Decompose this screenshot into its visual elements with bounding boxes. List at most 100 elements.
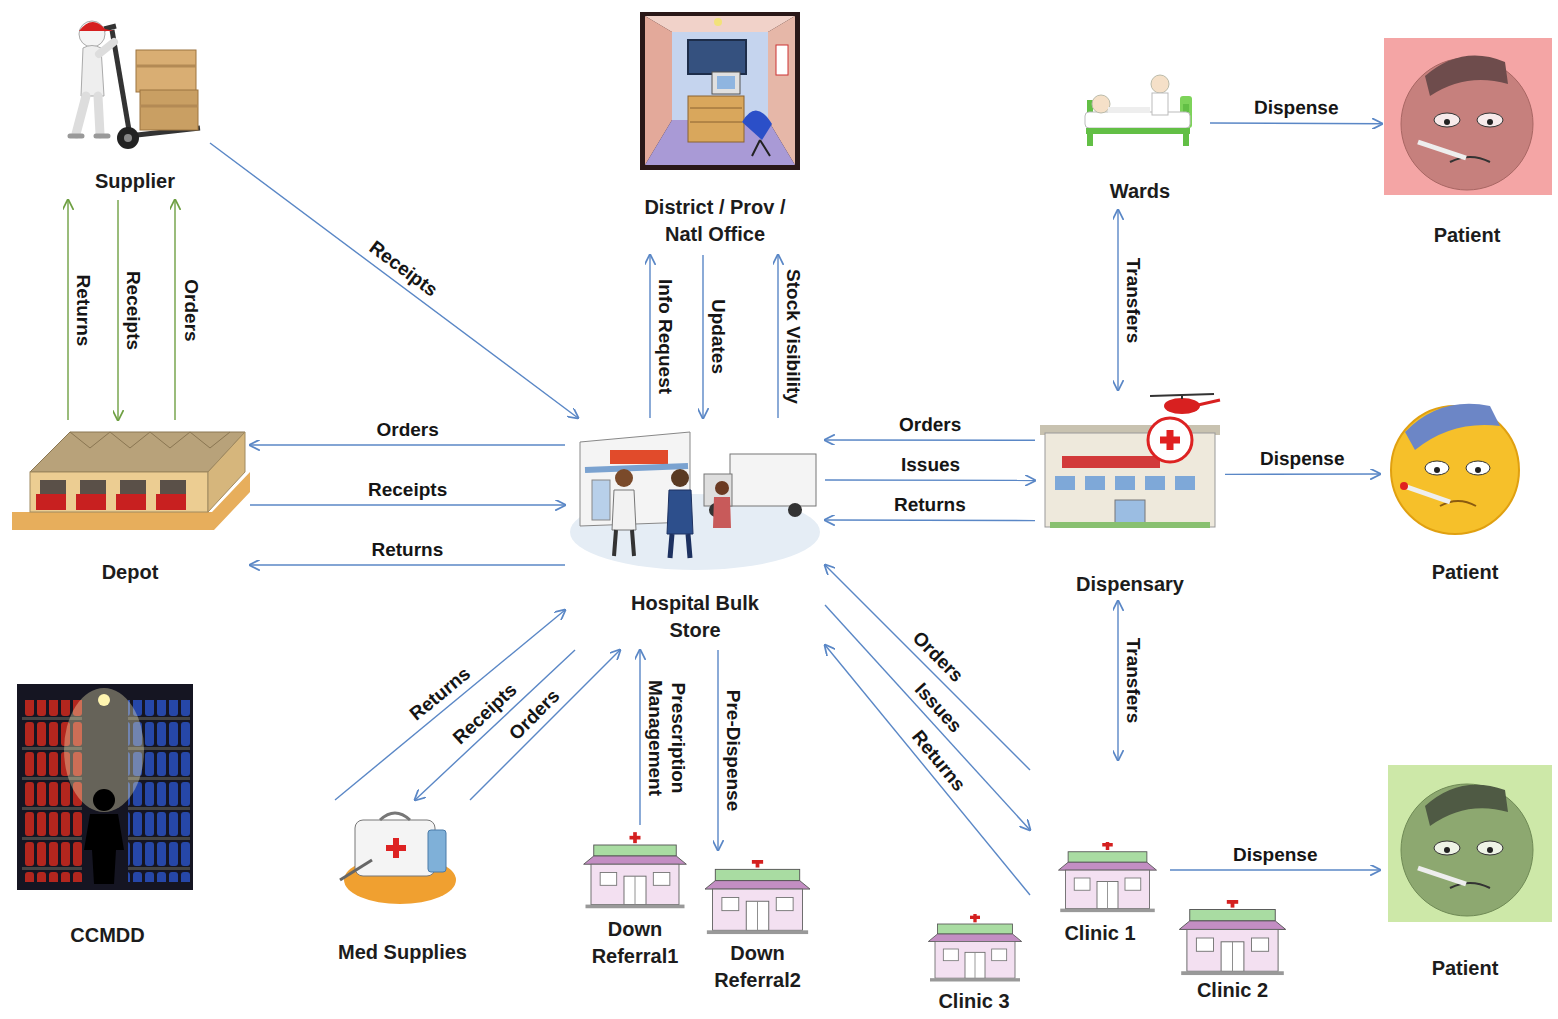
illustration-part [17, 684, 193, 890]
flow-label: Issues [899, 453, 962, 476]
illustration-part [1086, 128, 1190, 134]
illustration-part [670, 534, 690, 558]
flow-label: Returns [892, 493, 968, 516]
node-label: Down Referral1 [580, 916, 690, 970]
flow-arrow [250, 504, 565, 505]
bulk-store-icon [570, 432, 820, 570]
flow-arrow [210, 143, 578, 418]
dispensary-icon [1040, 394, 1220, 528]
node-label: Patient [1432, 955, 1499, 982]
illustration-part [1400, 482, 1408, 490]
illustrated-node: Depot [10, 420, 250, 590]
node-label: Patient [1432, 559, 1499, 586]
supplier-icon [70, 21, 200, 149]
flow-arrow [335, 610, 565, 800]
illustrated-node: Hospital Bulk Store [565, 418, 825, 650]
illustration-part [717, 76, 735, 89]
illustration-part [715, 481, 729, 495]
flow-label: Receipts [366, 478, 449, 501]
illustration-part [84, 814, 124, 884]
illustration-part [124, 134, 132, 142]
illustration-part [615, 469, 633, 487]
illustration-part [730, 454, 816, 506]
illustration-part [1434, 113, 1460, 127]
illustration-part [1444, 119, 1450, 125]
illustration-part [1085, 476, 1105, 490]
illustration-part [1477, 113, 1503, 127]
illustration-part [1487, 119, 1493, 125]
illustration-part [1384, 38, 1552, 195]
illustration-part [1150, 394, 1214, 396]
illustration-part [1418, 142, 1466, 158]
flow-label: Dispense [1231, 843, 1319, 866]
illustrated-node: Patient [1382, 35, 1552, 252]
flow-arrow [649, 255, 650, 418]
flow-label: Transfers [1122, 255, 1145, 345]
illustrated-node: Dispensary [1035, 390, 1225, 601]
illustration-part [140, 90, 198, 130]
flow-arrow [1170, 869, 1380, 870]
illustration-part [1062, 456, 1160, 468]
illustration-part [1059, 840, 1157, 913]
flow-arrow [825, 605, 1030, 830]
illustrated-node: Wards [1070, 75, 1210, 210]
illustration-part [1151, 75, 1169, 93]
node-label: Dispensary [1076, 571, 1184, 598]
illustration-part [712, 72, 740, 94]
illustrated-node: Clinic 2 [1175, 895, 1290, 1007]
flow-label: Dispense [1252, 96, 1341, 119]
flow-arrow [174, 200, 175, 420]
flow-label: Orders [907, 625, 970, 688]
illustration-part [428, 830, 446, 872]
illustrated-node: CCMDD [15, 680, 200, 952]
flow-arrow [1117, 210, 1118, 390]
illustration-part [1466, 461, 1490, 475]
illustration-part [585, 466, 688, 470]
patient-icon [1391, 404, 1519, 534]
flow-label: Pre-Dispense [722, 687, 745, 812]
illustration-part [1405, 404, 1500, 450]
illustration-part [612, 490, 636, 530]
illustrated-node: Patient [1380, 390, 1550, 590]
illustration-part [592, 480, 610, 520]
illustration-part [116, 494, 146, 510]
illustration-part [714, 18, 722, 26]
illustration-part [1425, 785, 1508, 826]
illustration-part [688, 40, 746, 74]
flow-label: Receipts [122, 268, 145, 351]
illustration-part [70, 134, 108, 139]
illustration-part [1092, 95, 1110, 113]
illustration-part [104, 26, 116, 29]
patient-icon [1384, 38, 1552, 195]
illustration-part [1404, 486, 1450, 502]
illustrated-node: Med Supplies [330, 800, 475, 969]
illustration-part [614, 530, 634, 556]
flow-arrow [415, 650, 575, 800]
illustration-part [1425, 56, 1508, 96]
node-label: Down Referral2 [703, 940, 813, 994]
flow-arrow [777, 255, 778, 418]
illustration-part [117, 127, 139, 149]
illustration-part [1145, 476, 1165, 490]
illustration-part [1444, 847, 1450, 853]
flow-arrow [825, 645, 1030, 895]
illustration-part [667, 490, 693, 534]
illustration-part [705, 856, 810, 934]
illustration-part [1477, 841, 1503, 855]
illustration-part [380, 813, 410, 820]
illustration-part [928, 912, 1021, 981]
illustration-part [1148, 418, 1192, 462]
illustration-part [99, 42, 114, 54]
node-label: Clinic 1 [1064, 920, 1135, 947]
flow-arrow [717, 650, 718, 850]
node-label: Med Supplies [338, 939, 467, 966]
flow-label: Orders [897, 413, 963, 436]
illustration-part [788, 503, 802, 517]
illustration-part [1434, 841, 1460, 855]
ccmdd-icon [17, 684, 193, 890]
flow-label: Returns [906, 724, 972, 797]
illustrated-node: Down Referral1 [575, 825, 695, 975]
illustration-part [1085, 112, 1190, 128]
